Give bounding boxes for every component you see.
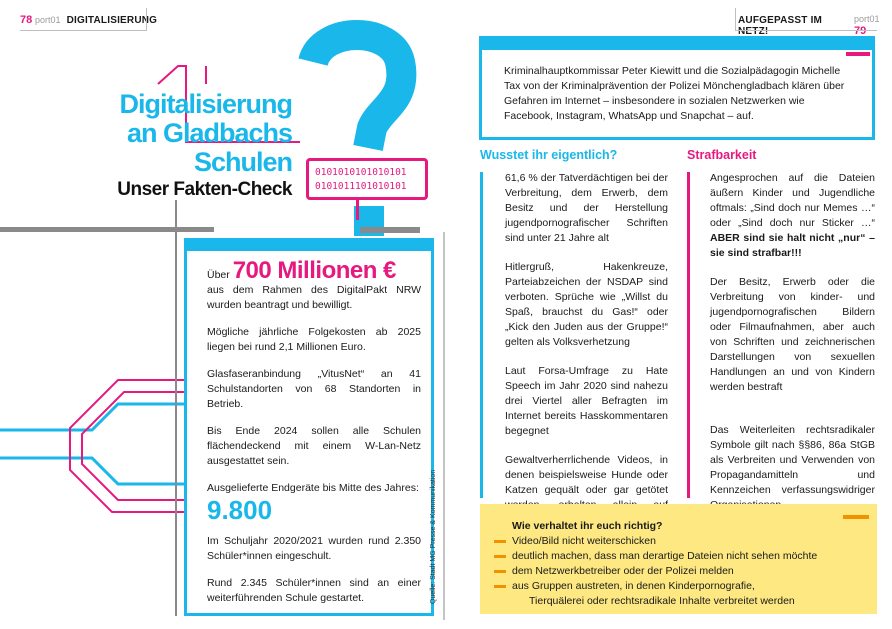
fact-secondary: Rund 2.345 Schüler*innen sind an einer w… (207, 577, 421, 604)
header-rule-left (20, 30, 146, 31)
wusstet-p2: Hitlergruß, Hakenkreuze, Parteiabzeichen… (505, 261, 668, 348)
header-rule-right (735, 30, 877, 31)
strafbarkeit-p2: Der Besitz, Erwerb oder die Verbreitung … (710, 276, 875, 393)
behaviour-box: Wie verhaltet ihr euch richtig? Video/Bi… (480, 504, 877, 614)
section-title-left: DIGITALISIERUNG (66, 14, 158, 26)
fact-enrolled: Im Schuljahr 2020/2021 wurden rund 2.350… (207, 535, 421, 562)
decor-graphics (0, 20, 445, 620)
intro-text: Kriminalhauptkommissar Peter Kiewitt und… (504, 65, 845, 122)
orange-dash-icon (494, 540, 506, 543)
question-mark-icon (298, 20, 417, 236)
list-item-continuation: Tierquälerei oder rechtsradikale Inhalte… (529, 595, 795, 607)
source-caption: Quelle: Stadt MG Presse & Kommunikation (430, 469, 437, 604)
fact-wlan: Bis Ende 2024 sollen alle Schulen fläche… (207, 425, 421, 467)
intro-box: Kriminalhauptkommissar Peter Kiewitt und… (479, 36, 875, 140)
funding-amount: 700 Millionen € (232, 257, 397, 284)
devices-count: 9.800 (207, 495, 273, 525)
fact-list: Über 700 Millionen € aus dem Rahmen des … (207, 257, 421, 618)
strafbarkeit-emphasis: ABER sind sie halt nicht „nur“ – sie sin… (710, 232, 875, 259)
orange-dash-icon (494, 585, 506, 588)
wusstet-p1: 61,6 % der Tatverdächtigen bei der Verbr… (505, 172, 668, 244)
behaviour-list: Video/Bild nicht weiterschicken deutlich… (494, 534, 817, 609)
section-title-right: AUFGEPASST IM NETZ! (738, 14, 823, 37)
list-item: dem Netzwerkbetreiber oder der Polizei m… (494, 564, 817, 579)
binary-connector (356, 200, 362, 220)
orange-dash-icon (494, 570, 506, 573)
header-divider-right (735, 8, 736, 31)
fact-funding: Über 700 Millionen € aus dem Rahmen des … (207, 257, 421, 312)
list-item: Video/Bild nicht weiterschicken (494, 534, 817, 549)
list-item: deutlich machen, dass man derartige Date… (494, 549, 817, 564)
heading-strafbarkeit: Strafbarkeit (687, 148, 757, 162)
fact-box-top-strip (184, 238, 434, 251)
strafbarkeit-bar (687, 172, 690, 498)
fact-fiber: Glasfaseranbindung „VitusNet“ an 41 Schu… (207, 368, 421, 410)
strafbarkeit-column: Angesprochen auf die Dateien äußern Kind… (710, 171, 875, 527)
wusstet-p3: Laut Forsa-Umfrage zu Hate Speech im Jah… (505, 365, 668, 437)
page-title: Digitalisierung an Gladbachs Schulen (119, 89, 293, 177)
grey-divider-bar (0, 227, 214, 232)
page-number-right: port01 79 (854, 14, 880, 37)
wusstet-column: 61,6 % der Tatverdächtigen bei der Verbr… (505, 171, 668, 557)
fact-check-box: Über 700 Millionen € aus dem Rahmen des … (184, 238, 434, 616)
header-divider-left (146, 8, 147, 31)
header-left: 78 port01 DIGITALISIERUNG (20, 14, 157, 26)
strafbarkeit-p3: Das Weiterleiten rechtsradikaler Symbole… (710, 424, 875, 511)
page-number-left: 78 port01 (20, 14, 61, 26)
wusstet-bar (480, 172, 483, 498)
orange-accent-dash (843, 515, 869, 519)
pink-accent-dash-2 (846, 52, 870, 56)
orange-dash-icon (494, 555, 506, 558)
fact-devices: Ausgelieferte Endgeräte bis Mitte des Ja… (207, 481, 421, 524)
page-subtitle: Unser Fakten-Check (117, 179, 292, 200)
fact-costs: Mögliche jährliche Folgekosten ab 2025 l… (207, 326, 421, 353)
strafbarkeit-p1: Angesprochen auf die Dateien äußern Kind… (710, 172, 875, 259)
behaviour-question: Wie verhaltet ihr euch richtig? (512, 520, 663, 532)
binary-code-box: 0101010101010101 0101011101010101 (306, 158, 428, 200)
heading-wusstet: Wusstet ihr eigentlich? (480, 148, 618, 162)
header-right: AUFGEPASST IM NETZ! port01 79 (738, 14, 892, 37)
list-item: aus Gruppen austreten, in denen Kinderpo… (494, 579, 817, 594)
